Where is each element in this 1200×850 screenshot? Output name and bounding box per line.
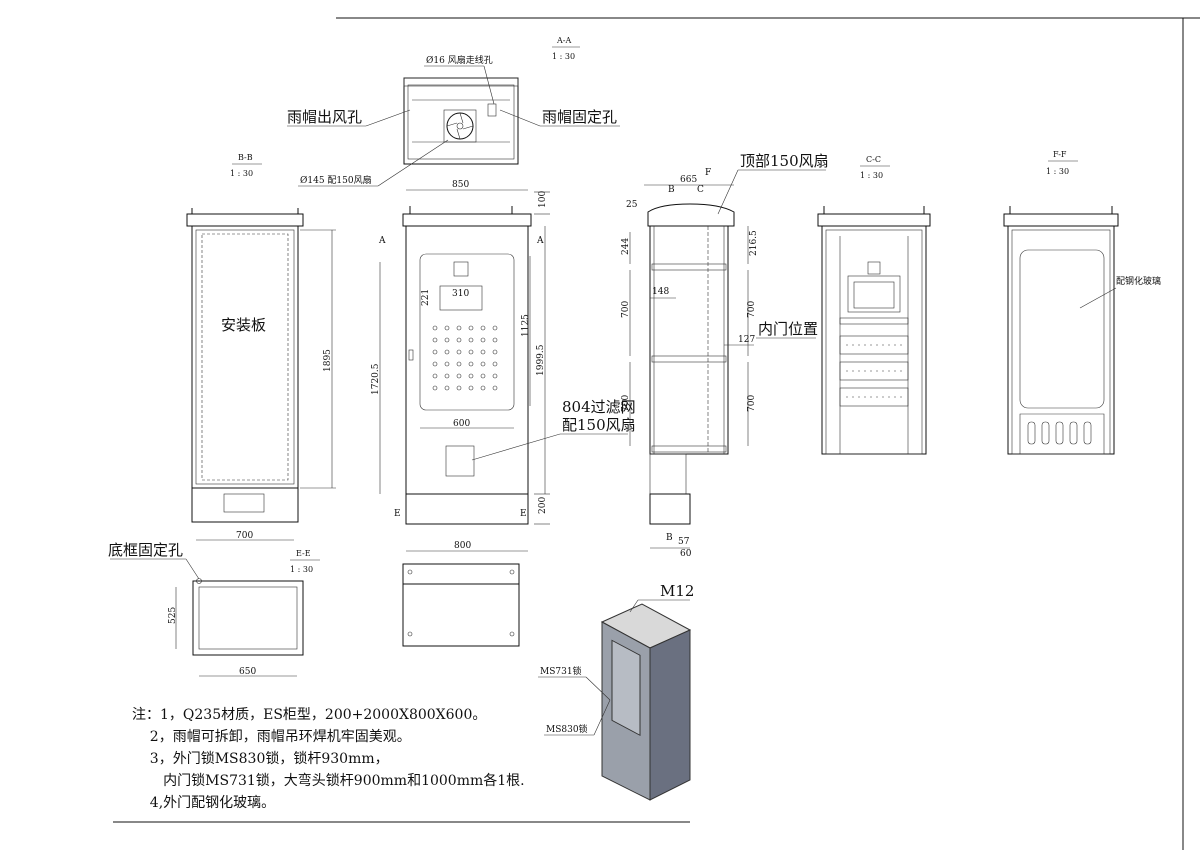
section-ee-scale: 1 : 30	[290, 565, 313, 574]
dim-1720-5: 1720.5	[371, 363, 381, 395]
section-ee-view: E-E 1 : 30 525 650 底框固定孔	[108, 541, 320, 677]
section-bb-view: B-B 1 : 30 安装板 1895 700	[186, 153, 336, 541]
marker-e-left: E	[394, 509, 401, 519]
filter-label-line2: 配150风扇	[562, 416, 636, 434]
note-line-2: 2，雨帽可拆卸，雨帽吊环焊机牢固美观。	[132, 729, 411, 745]
section-cc-title: C-C	[866, 155, 881, 164]
notes-block: 注：1，Q235材质，ES柜型，200+2000X800X600。 2，雨帽可拆…	[132, 704, 525, 814]
drawing-frame	[113, 17, 1200, 850]
vent-hole-grid	[432, 325, 498, 391]
dim-221: 221	[421, 289, 431, 306]
dim-1125: 1125	[521, 314, 531, 337]
dim-700-side3: 700	[747, 301, 757, 318]
note-line-5: 4,外门配钢化玻璃。	[132, 795, 276, 811]
dim-127: 127	[738, 335, 755, 345]
marker-f: F	[705, 168, 711, 178]
section-bb-scale: 1 : 30	[230, 169, 253, 178]
inner-door-label: 内门位置	[758, 320, 818, 338]
base-fix-hole-label: 底框固定孔	[108, 541, 183, 559]
ms731-label: MS731锁	[540, 665, 582, 677]
note-line-1: 注：1，Q235材质，ES柜型，200+2000X800X600。	[132, 707, 487, 723]
tempered-glass-label: 配钢化玻璃	[1116, 275, 1161, 287]
marker-e-right: E	[520, 509, 527, 519]
rain-fix-hole-label: 雨帽固定孔	[542, 108, 617, 126]
marker-a-right: A	[536, 236, 544, 246]
dim-310: 310	[452, 289, 469, 299]
section-aa-title: A-A	[556, 36, 571, 45]
dim-700-side2: 700	[621, 395, 631, 412]
m12-label: M12	[660, 582, 694, 600]
section-aa-scale: 1 : 30	[552, 52, 575, 61]
dim-700-side1: 700	[621, 301, 631, 318]
dim-700-side4: 700	[747, 395, 757, 412]
section-aa-view: A-A 1 : 30 Ø16 风扇走线孔 雨帽出风孔 雨帽固定孔 Ø145 配1…	[287, 36, 620, 187]
ms830-label: MS830锁	[546, 723, 588, 735]
side-elevation: 665 顶部150风扇 F B C 25 244 700 700 216.5 7…	[621, 152, 829, 559]
dim-1895: 1895	[323, 349, 333, 372]
dim-600: 600	[453, 419, 470, 429]
top-fan-label: 顶部150风扇	[740, 152, 829, 170]
rain-outlet-label: 雨帽出风孔	[287, 108, 362, 126]
marker-b-top: B	[668, 185, 675, 195]
dim-100: 100	[538, 191, 548, 208]
dim-25: 25	[626, 200, 638, 210]
dim-200: 200	[538, 497, 548, 514]
marker-a-left: A	[378, 236, 386, 246]
marker-b-bottom: B	[666, 533, 673, 543]
section-ff-title: F-F	[1053, 150, 1067, 159]
dim-665: 665	[680, 175, 697, 185]
dim-60: 60	[680, 549, 692, 559]
section-ff-scale: 1 : 30	[1046, 167, 1069, 176]
front-elevation: 850 100 310 221 600 1720.5 1125 1999.5	[371, 180, 636, 552]
section-bb-title: B-B	[238, 153, 253, 162]
fan145-label: Ø145 配150风扇	[300, 174, 372, 186]
dim-700-bb: 700	[236, 531, 253, 541]
dim-850: 850	[452, 180, 469, 190]
dim-800: 800	[454, 541, 471, 551]
dim-148: 148	[652, 287, 669, 297]
dim-1999-5: 1999.5	[536, 344, 546, 376]
dim-244: 244	[621, 238, 631, 255]
mount-plate-label: 安装板	[221, 316, 266, 334]
dim-650: 650	[239, 667, 256, 677]
dim-216-5: 216.5	[749, 230, 759, 256]
note-line-3: 3，外门锁MS830锁，锁杆930mm，	[132, 751, 389, 767]
note-line-4: 内门锁MS731锁，大弯头锁杆900mm和1000mm各1根.	[132, 773, 525, 789]
fan-wire-hole-label: Ø16 风扇走线孔	[426, 54, 493, 66]
section-ee-title: E-E	[296, 549, 311, 558]
section-cc-scale: 1 : 30	[860, 171, 883, 180]
dim-57: 57	[678, 537, 690, 547]
dim-525: 525	[168, 607, 178, 624]
section-cc-view: C-C 1 : 30	[817, 155, 931, 455]
marker-c-top: C	[697, 185, 704, 195]
cover-plate-view	[402, 563, 520, 647]
filter-label-line1: 804过滤网	[562, 398, 636, 416]
fan-icon	[443, 109, 477, 143]
section-ff-view: F-F 1 : 30 配钢化玻璃	[1003, 150, 1161, 455]
isometric-view: M12 MS731锁 MS830锁	[538, 582, 694, 801]
